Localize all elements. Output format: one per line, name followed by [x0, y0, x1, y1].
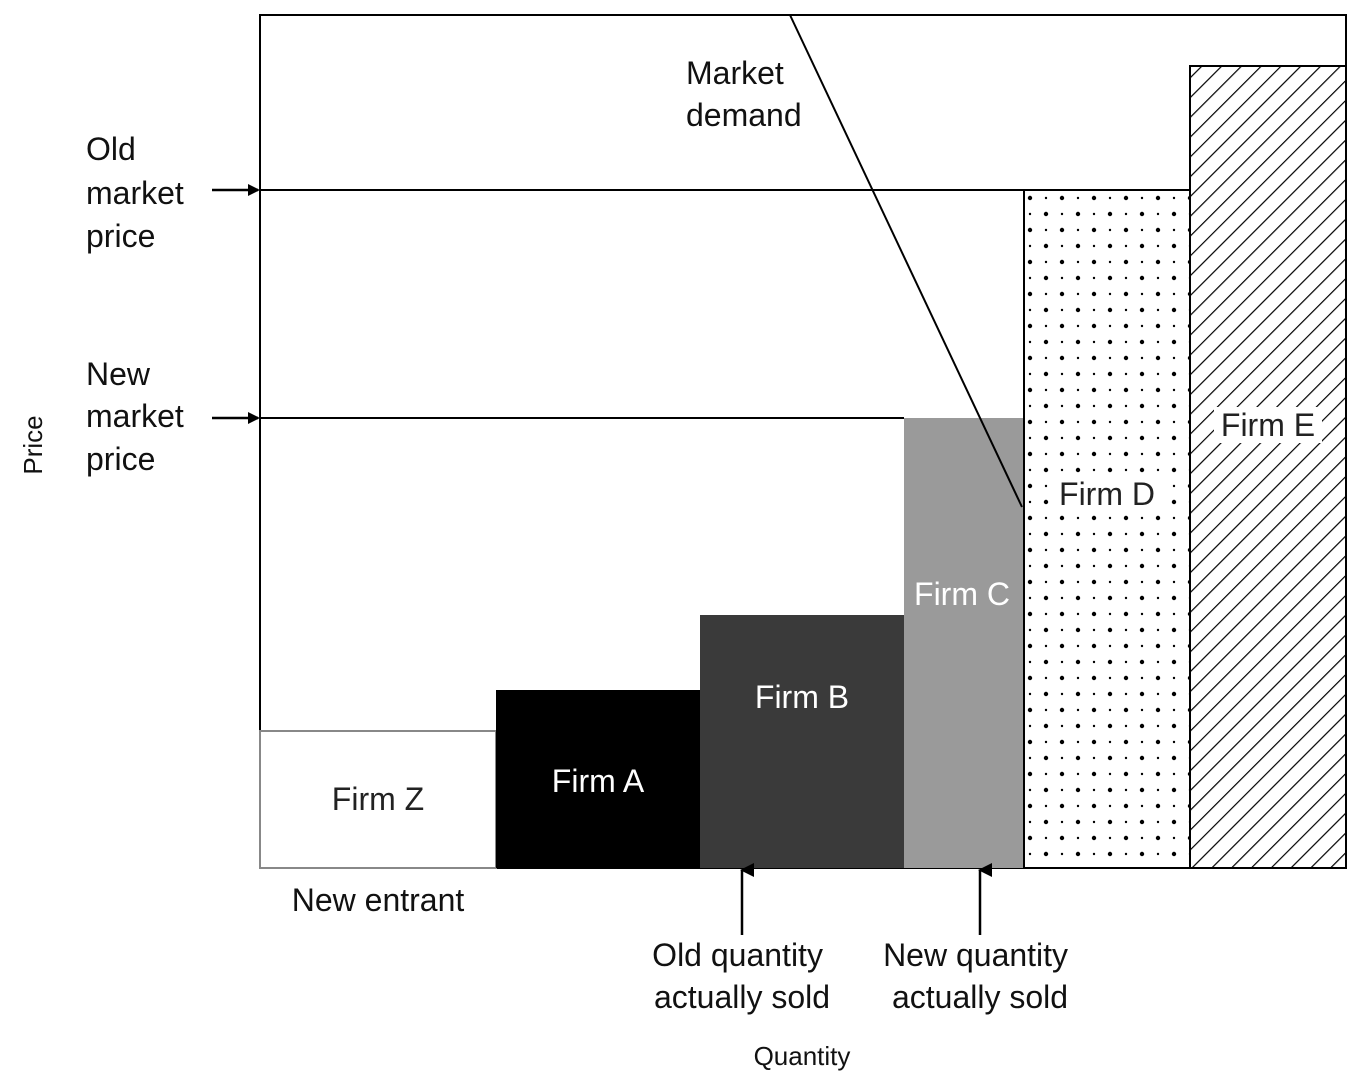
firm-b-label: Firm B: [755, 679, 849, 715]
market-demand-line: [789, 14, 1023, 508]
new-quantity-label: New quantity actually sold: [883, 937, 1077, 1015]
firm-e-label: Firm E: [1221, 407, 1315, 443]
firm-d-label: Firm D: [1059, 476, 1155, 512]
firm-c-label: Firm C: [914, 576, 1010, 612]
new-price-label: New market price: [86, 356, 193, 477]
firm-d-bar: [1023, 189, 1191, 869]
y-axis-label: Price: [18, 415, 48, 474]
firm-a-label: Firm A: [552, 763, 645, 799]
firm-z-label: Firm Z: [332, 781, 424, 817]
x-axis-label: Quantity: [754, 1041, 851, 1071]
market-demand-label: Market demand: [686, 55, 802, 133]
firm-d-label-bg: [1052, 476, 1162, 512]
firm-a-bar: [496, 690, 700, 868]
firm-z-bar: [259, 730, 497, 869]
new-entrant-label: New entrant: [292, 882, 465, 918]
firm-b-bar: [700, 615, 904, 868]
firm-c-bar: [904, 418, 1024, 868]
old-price-label: Old market price: [86, 131, 193, 254]
firm-e-bar: [1189, 65, 1347, 869]
firm-e-label-bg: [1214, 407, 1322, 443]
old-quantity-label: Old quantity actually sold: [652, 937, 832, 1015]
